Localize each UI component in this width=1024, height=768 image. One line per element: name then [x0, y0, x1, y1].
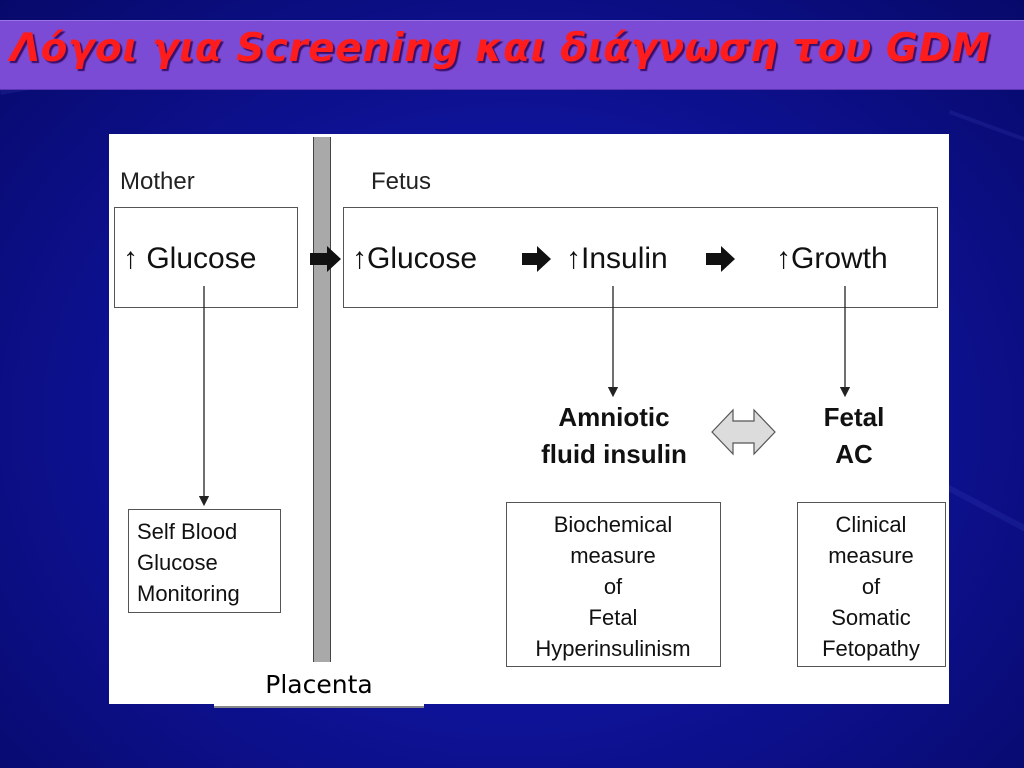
clinical-measure-box: Clinical measure of Somatic Fetopathy [797, 502, 946, 667]
fetus-label: Fetus [371, 168, 432, 195]
bidirectional-arrow-icon [711, 408, 776, 456]
diagram-figure: Mother Fetus ↑ Glucose ↑Glucose ↑Insulin… [109, 134, 949, 708]
amniotic-fluid-insulin-label: Amniotic fluid insulin [541, 402, 687, 469]
biochemical-measure-box: Biochemical measure of Fetal Hyperinsuli… [506, 502, 721, 667]
mother-glucose-box: ↑ Glucose [114, 207, 298, 308]
sbgm-text: Self Blood Glucose Monitoring [137, 519, 240, 606]
fetus-chain-box: ↑Glucose ↑Insulin ↑Growth [343, 207, 938, 308]
fetal-growth-text: ↑Growth [776, 242, 888, 275]
slide-title: Λόγοι για Screening και διάγνωση του GDM [10, 26, 991, 71]
mother-label: Mother [120, 168, 195, 195]
placenta-label: Placenta [265, 670, 373, 699]
self-blood-glucose-monitoring-box: Self Blood Glucose Monitoring [128, 509, 281, 613]
insulin-to-growth-arrow-icon [706, 246, 735, 272]
clinical-text: Clinical measure of Somatic Fetopathy [822, 512, 920, 661]
background-streak [937, 480, 1024, 561]
fetal-insulin-text: ↑Insulin [566, 242, 668, 275]
fetal-glucose-text: ↑Glucose [352, 242, 478, 275]
background-streak [948, 110, 1024, 145]
fetal-ac-label: Fetal AC [823, 402, 885, 469]
diagram-arrows [198, 246, 851, 507]
biochemical-text: Biochemical measure of Fetal Hyperinsuli… [535, 512, 691, 661]
placenta-crossing-arrow-icon [310, 246, 341, 272]
placenta-membrane [313, 137, 331, 677]
glucose-to-insulin-arrow-icon [522, 246, 551, 272]
mother-glucose-text: ↑ Glucose [123, 242, 257, 275]
title-bar [0, 20, 1024, 90]
placenta-label-box [214, 662, 424, 708]
